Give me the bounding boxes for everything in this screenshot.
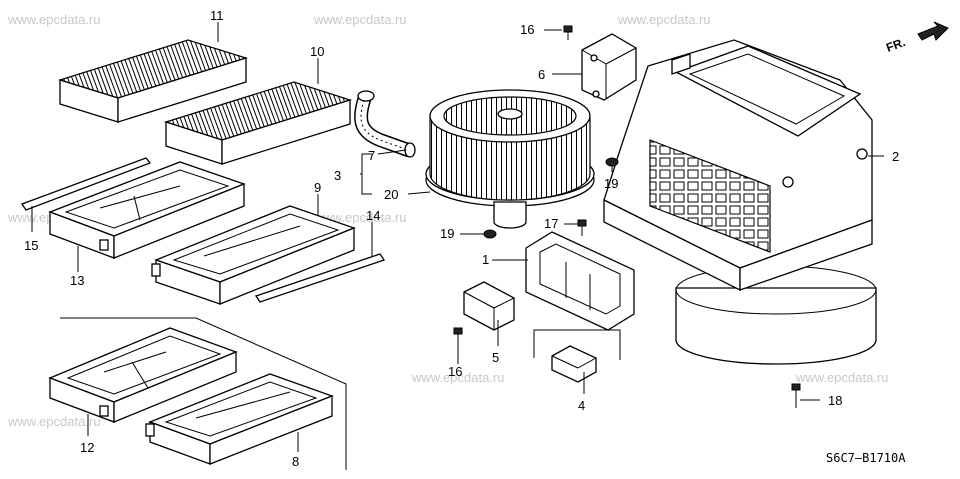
callout-4: 4: [578, 398, 585, 413]
grommet-19-upper: [605, 157, 619, 167]
blower-relay-4: [551, 345, 597, 383]
callout-20: 20: [384, 187, 398, 202]
watermark-text: www.epcdata.ru: [795, 370, 889, 385]
callout-12: 12: [80, 440, 94, 455]
callout-8: 8: [292, 454, 299, 469]
watermark-text: www.epcdata.ru: [411, 370, 505, 385]
group-bracket: [60, 317, 347, 470]
callout-7: 7: [368, 148, 375, 163]
watermark-text: www.epcdata.ru: [313, 210, 407, 225]
callout-11: 11: [210, 8, 224, 23]
callout-1: 1: [482, 252, 489, 267]
leader-lines: [31, 22, 884, 452]
seal-strip-15: [21, 157, 152, 211]
callout-2: 2: [892, 149, 899, 164]
blower-housing-2: [603, 39, 877, 365]
direction-label: FR.: [884, 35, 907, 55]
front-direction-arrow-icon: FR.: [884, 21, 949, 55]
filter-frame-12: [48, 327, 238, 423]
callout-13: 13: [70, 273, 84, 288]
power-transistor-5: [463, 281, 515, 331]
grommet-19-lower: [483, 229, 497, 239]
callout-6: 6: [538, 67, 545, 82]
callout-18: 18: [828, 393, 842, 408]
actuator-motor-6: [581, 33, 637, 101]
cover-plate-1: [525, 231, 635, 331]
watermark-text: www.epcdata.ru: [313, 12, 407, 27]
callout-3: 3: [334, 168, 341, 183]
callout-10: 10: [310, 44, 324, 59]
callout-14: 14: [366, 208, 380, 223]
callout-5: 5: [492, 350, 499, 365]
screw-16-top: [563, 25, 573, 40]
filter-element-10: [164, 81, 352, 165]
diagram-code: S6C7—B1710A: [826, 451, 906, 465]
screw-16-lower: [453, 327, 463, 346]
watermark-text: www.epcdata.ru: [7, 12, 101, 27]
watermark-text: www.epcdata.ru: [7, 414, 101, 429]
screw-17: [577, 219, 587, 236]
bolt-18: [791, 383, 801, 408]
callout-15: 15: [24, 238, 38, 253]
watermark-text: www.epcdata.ru: [617, 12, 711, 27]
callout-16-top: 16: [520, 22, 534, 37]
seal-strip-14: [254, 253, 386, 303]
blower-motor-fan-20: [425, 89, 595, 229]
filter-frame-8: [145, 373, 334, 465]
filter-frame-9: [151, 205, 356, 305]
callout-17: 17: [544, 216, 558, 231]
duct-hose-7: [354, 90, 416, 158]
callout-19-upper: 19: [604, 176, 618, 191]
group-bracket: [533, 329, 621, 360]
callout-19-lower: 19: [440, 226, 454, 241]
filter-element-11: [57, 39, 249, 123]
filter-frame-13: [48, 161, 246, 259]
callout-16-lower: 16: [448, 364, 462, 379]
callout-labels: 11 10 7 3 20 9 14 15 13 16 6 2 19 17 19 …: [24, 8, 899, 469]
callout-9: 9: [314, 180, 321, 195]
